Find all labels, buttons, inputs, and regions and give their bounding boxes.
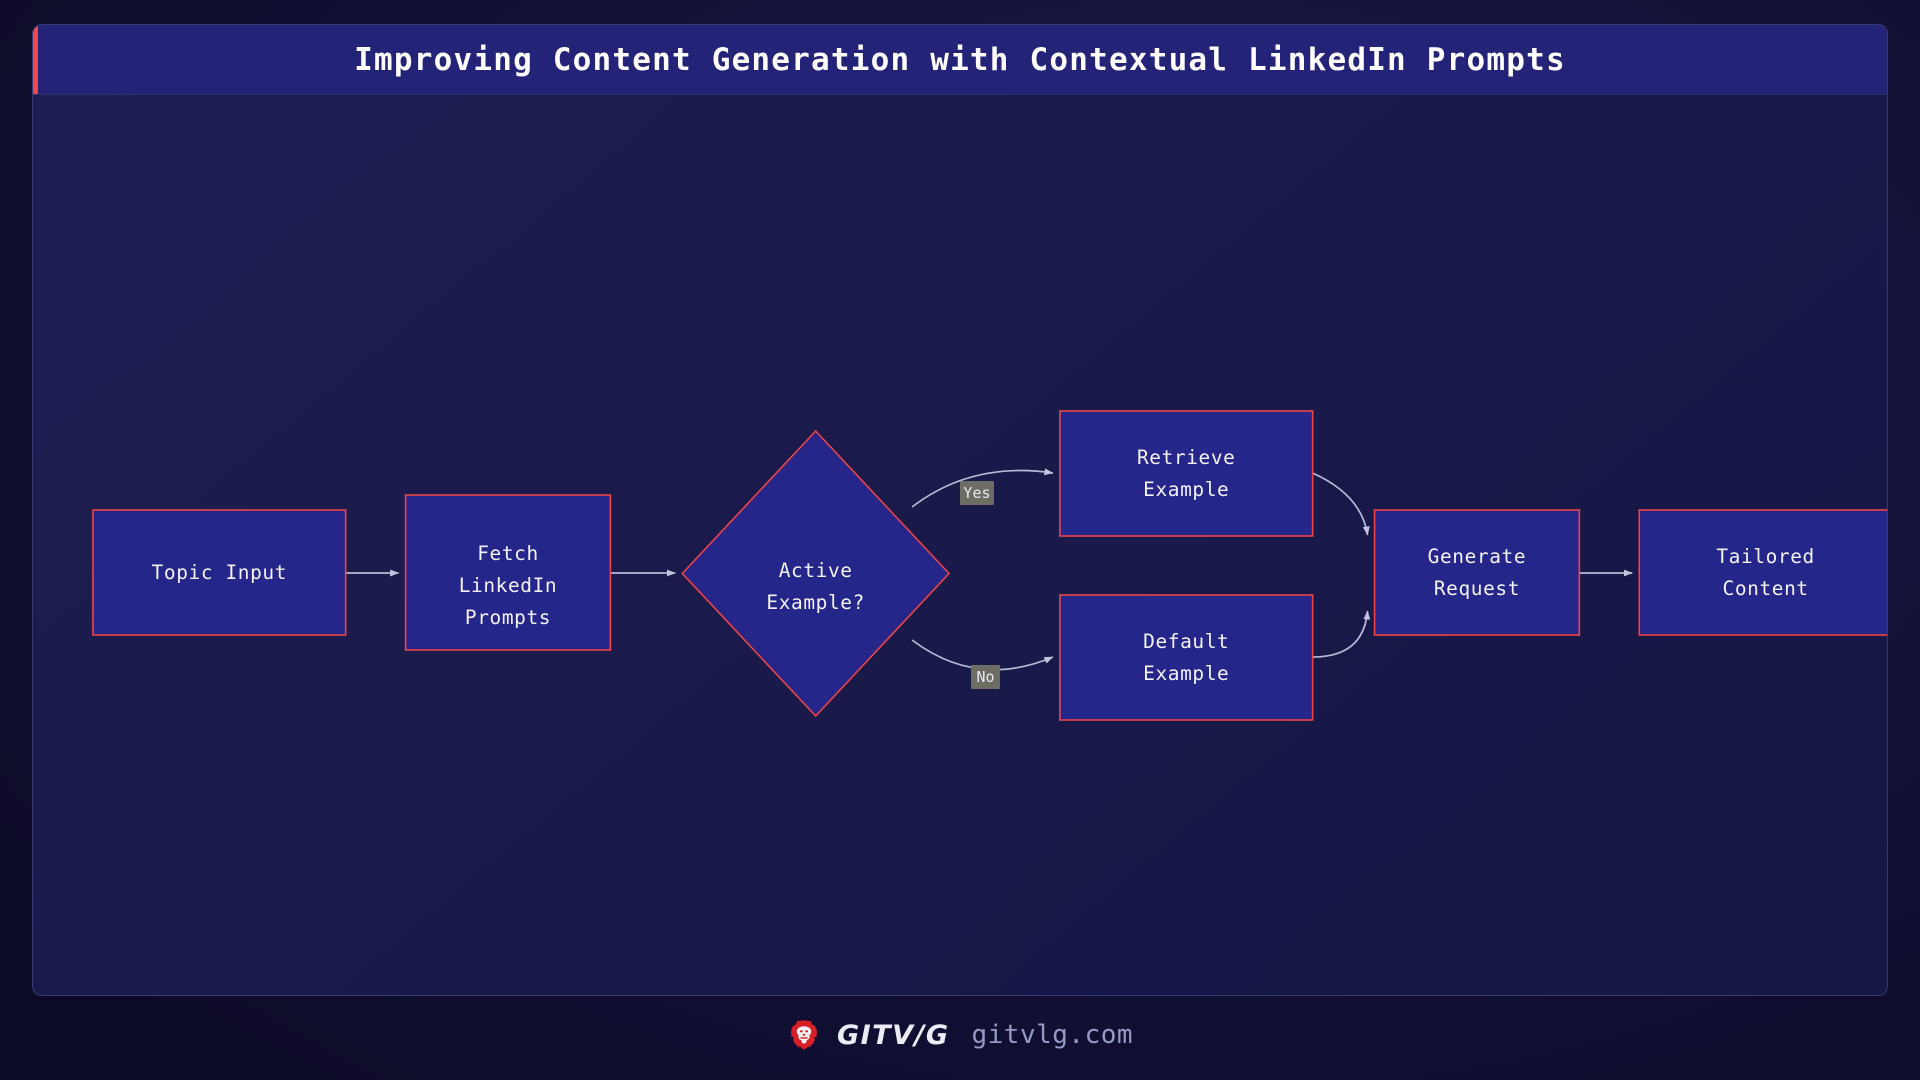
node-tailored-content-label-2: Content [1723,577,1809,600]
edge-label-yes: Yes [963,484,990,502]
node-generate-request[interactable]: Generate Request [1373,509,1581,636]
page-title: Improving Content Generation with Contex… [354,41,1566,78]
node-generate-request-shape[interactable] [1373,509,1581,636]
node-active-example-shape[interactable] [681,429,951,718]
edge-label-no-bg [970,665,1000,689]
node-generate-request-label-2: Request [1434,577,1520,600]
header-accent-bar [33,25,38,94]
node-fetch-prompts[interactable]: Fetch LinkedIn Prompts [404,494,612,651]
edge-label-no-group: No [970,665,1000,689]
flow-edges [345,468,1633,671]
brand-url: gitvlg.com [971,1020,1134,1050]
slide-header: Improving Content Generation with Contex… [33,25,1887,95]
brand-name: GITV/G [836,1019,950,1051]
edge-label-yes-group: Yes [960,481,994,505]
flowchart-svg: Yes No Topic Input Fetch LinkedIn Prompt… [92,410,1887,721]
edge-default-to-generate [1312,610,1371,658]
node-retrieve-example-label-1: Retrieve [1137,446,1236,469]
edge-label-yes-bg [960,481,994,505]
node-generate-request-label-1: Generate [1428,545,1527,568]
node-retrieve-example-label-2: Example [1143,478,1229,501]
edge-retrieve-to-generate [1312,472,1370,536]
node-default-example-shape[interactable] [1059,594,1314,721]
edge-decision-to-retrieve [911,468,1054,508]
node-default-example[interactable]: Default Example [1059,594,1314,721]
node-fetch-prompts-label-3: Prompts [465,606,551,629]
flowchart-canvas: Yes No Topic Input Fetch LinkedIn Prompt… [33,95,1887,995]
node-default-example-label-2: Example [1143,662,1229,685]
node-topic-input-shape[interactable] [92,509,347,636]
node-topic-input[interactable]: Topic Input [92,509,347,636]
node-active-example-label-2: Example? [766,591,865,614]
node-tailored-content-label-1: Tailored [1716,545,1815,568]
footer-branding: GITV/G gitvlg.com [0,1004,1920,1066]
slide-card: Improving Content Generation with Contex… [32,24,1888,996]
lion-head-icon [791,1020,817,1050]
node-fetch-prompts-shape[interactable] [404,494,612,651]
node-fetch-prompts-label-2: LinkedIn [459,574,558,597]
node-fetch-prompts-label-1: Fetch [477,542,539,565]
node-topic-input-label: Topic Input [152,561,287,584]
node-active-example-label-1: Active [779,559,853,582]
node-tailored-content-shape[interactable] [1638,509,1887,636]
node-retrieve-example[interactable]: Retrieve Example [1059,410,1314,537]
node-active-example-decision[interactable]: Active Example? [681,429,951,718]
node-tailored-content[interactable]: Tailored Content [1638,509,1887,636]
node-default-example-label-1: Default [1143,630,1229,653]
node-retrieve-example-shape[interactable] [1059,410,1314,537]
edge-label-no: No [976,668,994,686]
